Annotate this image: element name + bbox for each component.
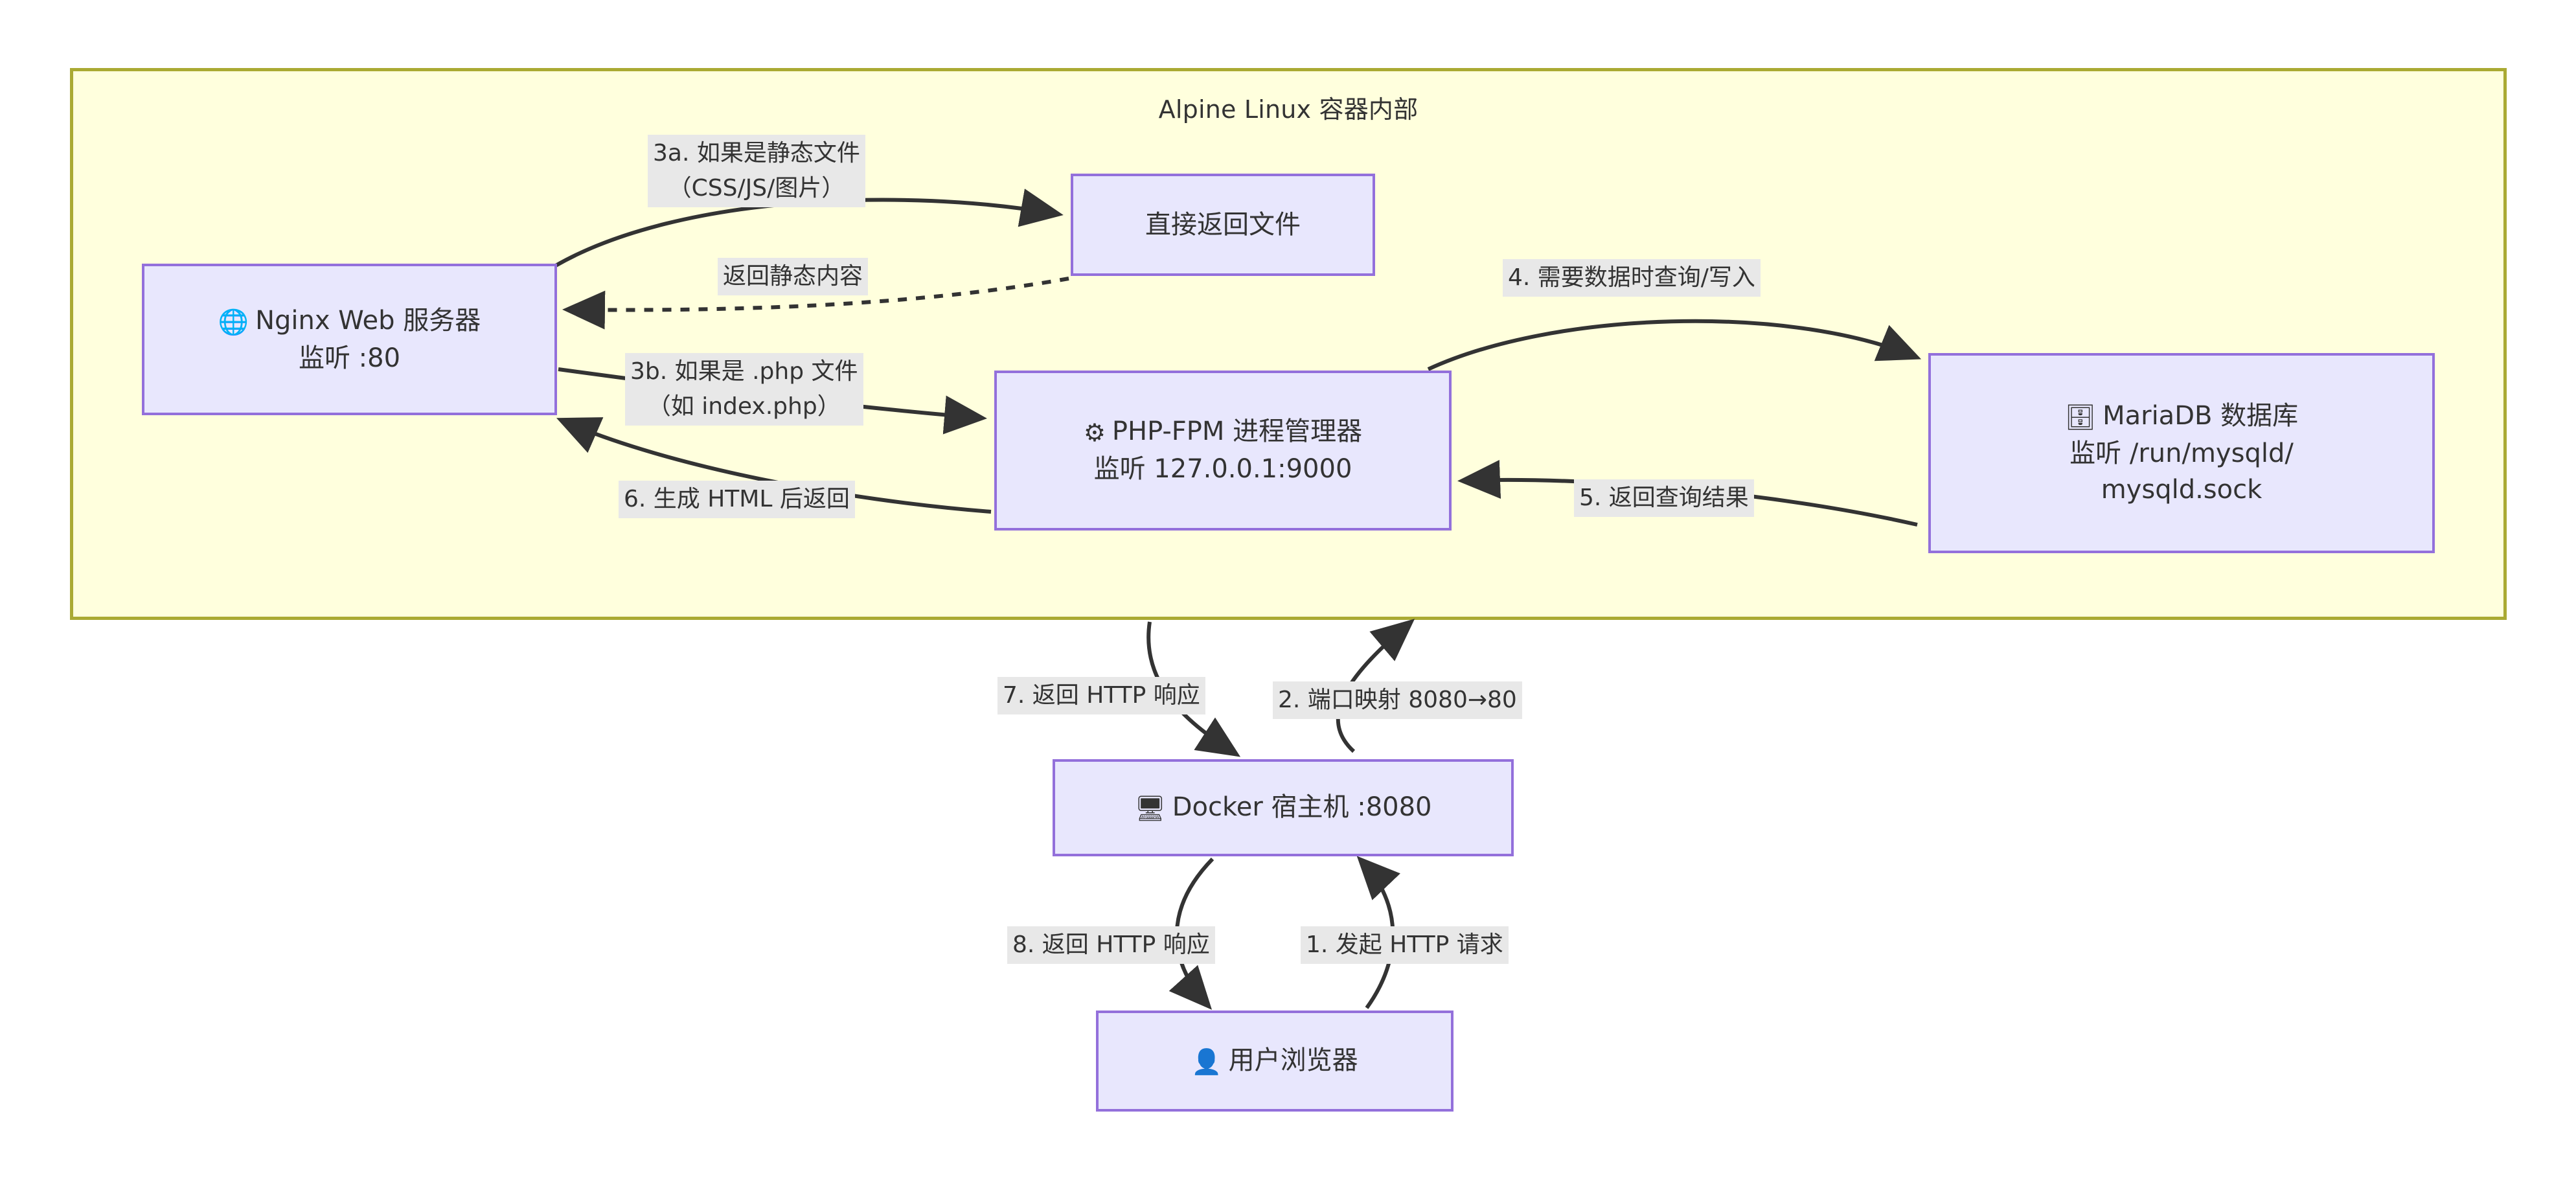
edge-label-return-static: 返回静态内容 <box>718 258 869 295</box>
edge-label-3b-line1: 3b. 如果是 .php 文件 <box>630 358 858 385</box>
node-docker-host[interactable]: 🖥Docker 宿主机 :8080 <box>1053 759 1514 856</box>
node-browser-line1: 👤用户浏览器 <box>1191 1045 1358 1077</box>
node-nginx[interactable]: 🌐Nginx Web 服务器 监听 :80 <box>142 264 557 415</box>
edge-label-6: 6. 生成 HTML 后返回 <box>619 481 855 518</box>
edge-label-8: 8. 返回 HTTP 响应 <box>1007 926 1215 964</box>
edge-label-5-text: 5. 返回查询结果 <box>1579 485 1749 511</box>
subgraph-title: Alpine Linux 容器内部 <box>1158 95 1419 124</box>
edge-label-7-text: 7. 返回 HTTP 响应 <box>1003 682 1200 709</box>
edge-label-3a: 3a. 如果是静态文件 （CSS/JS/图片） <box>648 135 865 207</box>
edge-label-1: 1. 发起 HTTP 请求 <box>1301 926 1509 964</box>
node-nginx-line1: 🌐Nginx Web 服务器 <box>218 305 481 336</box>
edge-label-8-text: 8. 返回 HTTP 响应 <box>1012 931 1210 958</box>
globe-icon: 🌐 <box>218 307 249 336</box>
gear-icon: ⚙ <box>1083 418 1106 448</box>
edge-label-4: 4. 需要数据时查询/写入 <box>1503 259 1761 297</box>
edge-label-7: 7. 返回 HTTP 响应 <box>997 677 1205 714</box>
desktop-computer-icon: 🖥 <box>1134 794 1166 823</box>
edge-label-3b: 3b. 如果是 .php 文件 （如 index.php） <box>625 353 863 426</box>
node-php-fpm[interactable]: ⚙PHP-FPM 进程管理器 监听 127.0.0.1:9000 <box>994 371 1452 531</box>
edge-label-6-text: 6. 生成 HTML 后返回 <box>624 486 850 512</box>
user-icon: 👤 <box>1191 1047 1222 1077</box>
node-db-line1: 🗄MariaDB 数据库 <box>2064 400 2299 431</box>
edge-label-2: 2. 端口映射 8080→80 <box>1273 681 1522 719</box>
edge-label-2-text: 2. 端口映射 8080→80 <box>1278 687 1517 713</box>
edge-label-3a-line1: 3a. 如果是静态文件 <box>653 140 860 166</box>
node-db-line2: 监听 /run/mysqld/ <box>2069 438 2294 468</box>
edge-label-return-static-text: 返回静态内容 <box>723 263 863 290</box>
node-nginx-line2: 监听 :80 <box>298 343 401 373</box>
node-mariadb[interactable]: 🗄MariaDB 数据库 监听 /run/mysqld/ mysqld.sock <box>1928 353 2435 553</box>
node-user-browser[interactable]: 👤用户浏览器 <box>1096 1011 1453 1112</box>
edge-label-1-text: 1. 发起 HTTP 请求 <box>1306 931 1503 958</box>
node-db-line3: mysqld.sock <box>2101 475 2263 505</box>
node-static-file[interactable]: 直接返回文件 <box>1071 174 1375 276</box>
edge-label-5: 5. 返回查询结果 <box>1574 479 1754 517</box>
node-php-line1: ⚙PHP-FPM 进程管理器 <box>1083 417 1363 448</box>
edge-label-4-text: 4. 需要数据时查询/写入 <box>1508 264 1755 291</box>
file-cabinet-icon: 🗄 <box>2064 402 2097 431</box>
node-host-line1: 🖥Docker 宿主机 :8080 <box>1134 792 1432 823</box>
node-static-line1: 直接返回文件 <box>1145 209 1301 240</box>
node-php-line2: 监听 127.0.0.1:9000 <box>1093 454 1352 485</box>
edge-label-3a-line2: （CSS/JS/图片） <box>668 175 845 201</box>
edge-label-3b-line2: （如 index.php） <box>647 393 841 420</box>
